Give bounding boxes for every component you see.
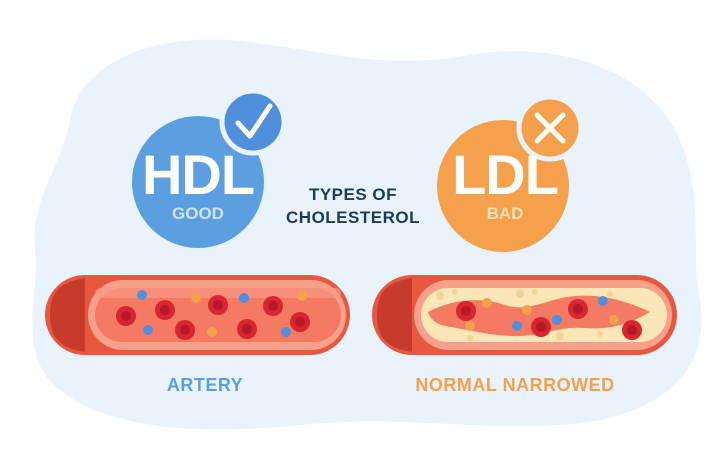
orange-particle xyxy=(522,305,532,315)
red-blood-cell-center xyxy=(213,300,223,310)
background-blob xyxy=(32,39,702,430)
blue-particle xyxy=(143,325,153,335)
orange-particle xyxy=(191,293,201,303)
red-blood-cell-center xyxy=(242,324,252,334)
hdl-subtitle: GOOD xyxy=(172,204,224,223)
blood-particles xyxy=(116,290,642,340)
center-title: TYPES OF CHOLESTEROL xyxy=(268,183,438,229)
orange-particle xyxy=(609,315,619,325)
red-blood-cell-center xyxy=(180,325,190,335)
blue-particle xyxy=(598,296,608,306)
artery-label: ARTERY xyxy=(166,375,244,395)
orange-particle xyxy=(465,321,475,331)
ldl-title: LDL xyxy=(452,143,559,206)
orange-particle xyxy=(482,298,492,308)
checkmark-icon xyxy=(235,103,273,139)
blue-particle xyxy=(281,327,291,337)
red-blood-cell-center xyxy=(295,317,305,327)
blue-particle xyxy=(239,293,249,303)
narrowed-artery-label: NORMAL NARROWED xyxy=(415,375,615,395)
red-blood-cell-center xyxy=(573,304,583,314)
red-blood-cell-center xyxy=(627,325,637,335)
ldl-subtitle: BAD xyxy=(486,204,524,223)
orange-particle xyxy=(207,327,217,337)
cross-icon xyxy=(534,112,566,144)
blue-particle xyxy=(552,315,562,325)
red-blood-cell-center xyxy=(536,322,546,332)
center-title-line1: TYPES OF xyxy=(308,185,398,204)
orange-particle xyxy=(297,291,307,301)
hdl-title: HDL xyxy=(141,143,255,206)
red-blood-cell-center xyxy=(160,305,170,315)
blue-particle xyxy=(512,321,522,331)
blue-particle xyxy=(137,290,147,300)
hdl-circle xyxy=(132,116,264,248)
red-blood-cell-center xyxy=(121,311,131,321)
center-title-line2: CHOLESTEROL xyxy=(286,208,420,227)
red-blood-cell-center xyxy=(461,306,471,316)
red-blood-cell-center xyxy=(268,301,278,311)
artery-narrowed xyxy=(372,275,677,355)
